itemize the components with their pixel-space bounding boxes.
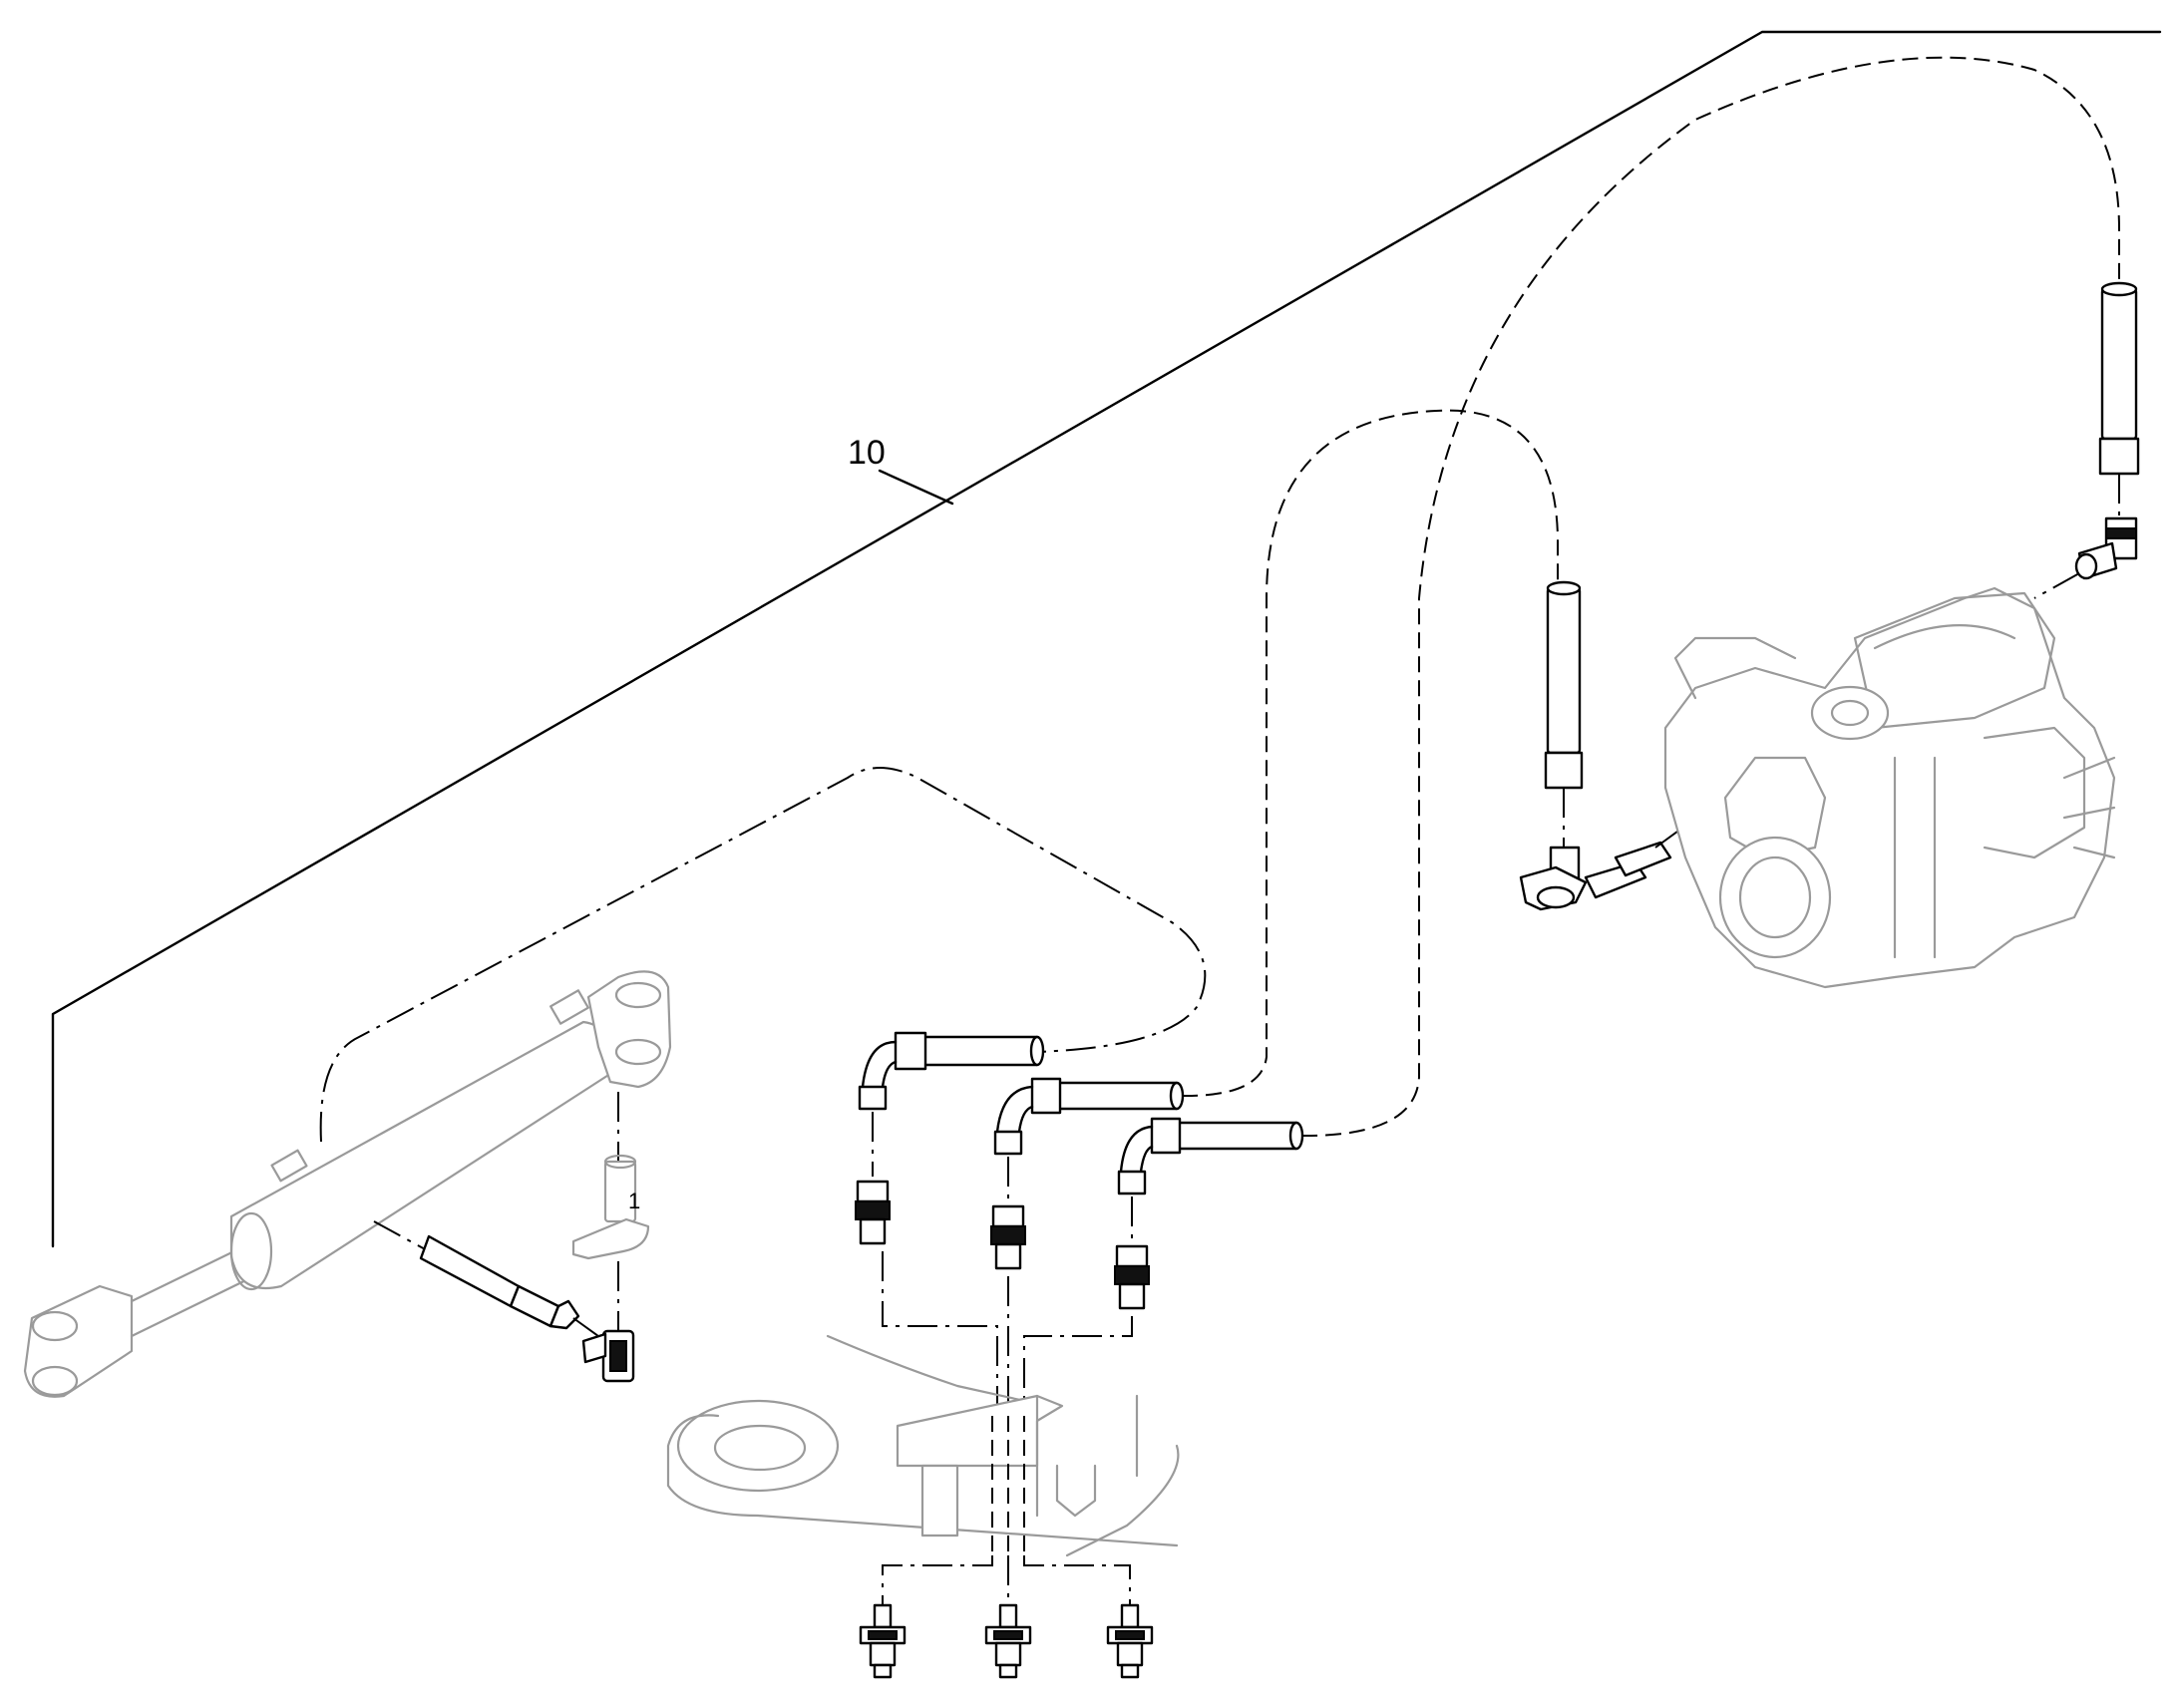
frame-bracket [666, 1334, 1180, 1557]
cooler-hose [2033, 281, 2140, 599]
bulkhead-adapters [855, 1112, 1150, 1416]
routing-line-cylinder [319, 767, 1207, 1143]
routing-line-hose-c [1300, 56, 2120, 1138]
callout-10-label: 10 [848, 434, 886, 472]
bulkhead-connectors [859, 1416, 1154, 1679]
cylinder-hose [373, 1220, 599, 1337]
axle-hose [1519, 580, 1672, 911]
hydraulic-cylinder [23, 970, 672, 1398]
routing-line-hose-b [1181, 409, 1559, 1098]
elbow-fitting [581, 1329, 635, 1383]
cylinder-pin [571, 1092, 650, 1331]
hose-assemblies [858, 1031, 1304, 1196]
axle-housing [1663, 586, 2116, 989]
callout-1-label: 1 [628, 1189, 640, 1213]
assembly-bracket [51, 30, 2162, 1248]
